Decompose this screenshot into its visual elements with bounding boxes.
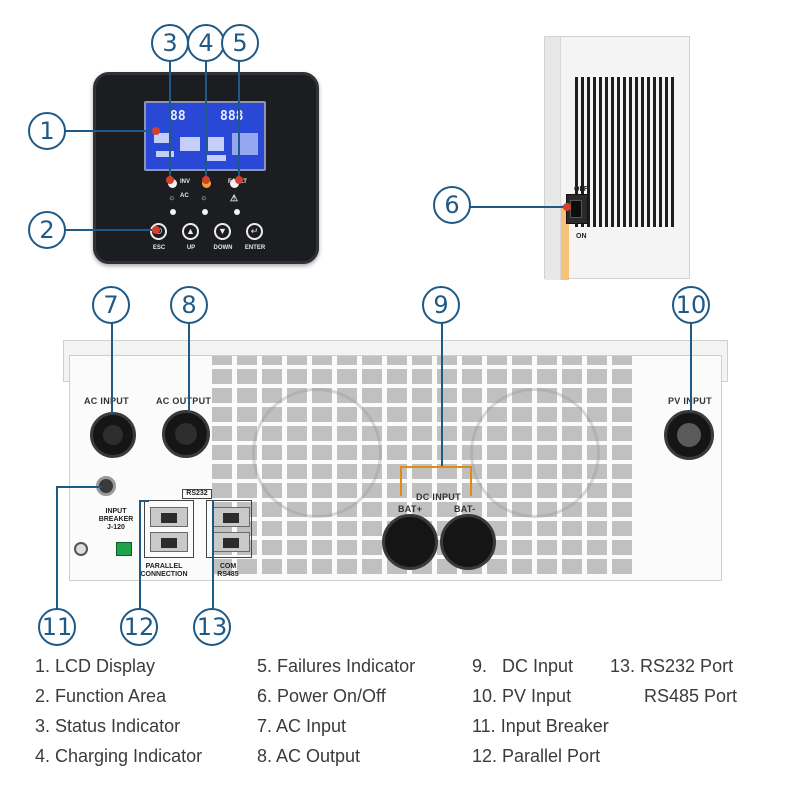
pv-input-port (664, 410, 714, 460)
enter-button[interactable]: ↵ (246, 223, 263, 240)
up-arrow-icon: ▲ (186, 226, 195, 236)
switch-on-label: ON (576, 233, 587, 240)
input-breaker-label: INPUT BREAKER J-120 (98, 508, 134, 531)
battery-negative-port (440, 514, 496, 570)
legend-item: 13. RS232 Port (610, 656, 734, 676)
enter-icon: ↵ (250, 226, 259, 236)
indicator-dot (234, 209, 240, 215)
legend-item: 4. Charging Indicator (35, 746, 203, 766)
legend-item: 3. Status Indicator (35, 716, 181, 736)
warning-icon: ⚠ (230, 193, 239, 203)
legend-item: 8. AC Output (257, 746, 361, 766)
ground-icon (74, 542, 88, 556)
ac-input-port (90, 412, 136, 458)
side-vent (575, 77, 675, 227)
legend-item: 12. Parallel Port (472, 746, 601, 766)
ac-output-label: AC OUTPUT (156, 396, 212, 406)
bat-minus-label: BAT- (454, 504, 476, 514)
rs232-port[interactable] (212, 507, 250, 527)
callout-9: 9 (422, 286, 460, 324)
callout-5: 5 (221, 24, 259, 62)
callout-13: 13 (193, 608, 231, 646)
fault-led (230, 179, 239, 188)
com-rs485-label: COM RS485 (217, 563, 239, 578)
power-switch[interactable] (570, 200, 582, 218)
inv-led-label: INV (180, 179, 191, 185)
legend-item: 11. Input Breaker (472, 716, 609, 736)
up-button[interactable]: ▲ (182, 223, 199, 240)
callout-11: 11 (38, 608, 76, 646)
legend-item: 5. Failures Indicator (257, 656, 416, 676)
pv-input-label: PV INPUT (668, 396, 712, 406)
ac-output-port (162, 410, 210, 458)
callout-8: 8 (170, 286, 208, 324)
legend-item: 7. AC Input (257, 716, 347, 736)
parallel-port-upper[interactable] (150, 507, 188, 527)
parallel-port-bracket (144, 500, 194, 558)
down-arrow-icon: ▼ (218, 226, 227, 236)
legend-item: RS485 Port (644, 686, 738, 706)
indicator-dot (170, 209, 176, 215)
down-button[interactable]: ▼ (214, 223, 231, 240)
callout-2: 2 (28, 211, 66, 249)
parallel-port-lower[interactable] (150, 532, 188, 552)
dc-input-label: DC INPUT (416, 492, 461, 502)
legend-item: 1. LCD Display (35, 656, 156, 676)
legend-item: 10. PV Input (472, 686, 572, 706)
legend-item: 9. DC Input (472, 656, 574, 676)
bat-plus-label: BAT+ (398, 504, 423, 514)
callout-4: 4 (187, 24, 225, 62)
sun-icon: ☼ (200, 193, 208, 202)
fan-right (470, 388, 600, 518)
switch-off-label: OFF (574, 186, 588, 193)
ac-input-label: AC INPUT (84, 396, 129, 406)
rs485-port[interactable] (212, 532, 250, 552)
ac-led-label: AC (180, 193, 189, 199)
inverter-side-view (544, 36, 690, 280)
callout-10: 10 (672, 286, 710, 324)
up-label: UP (186, 245, 196, 251)
fan-left (252, 388, 382, 518)
terminal-block (116, 542, 132, 556)
callout-6: 6 (433, 186, 471, 224)
callout-12: 12 (120, 608, 158, 646)
battery-positive-port (382, 514, 438, 570)
lcd-readout-right: 888 (220, 109, 244, 124)
parallel-connection-label: PARALLEL CONNECTION (140, 563, 188, 578)
legend-item: 6. Power On/Off (257, 686, 386, 706)
legend-item: 2. Function Area (35, 686, 167, 706)
callout-3: 3 (151, 24, 189, 62)
com-port-bracket (206, 500, 252, 558)
lcd-readout-left: 88 (170, 109, 186, 124)
down-label: DOWN (213, 245, 233, 251)
sun-icon: ☼ (168, 193, 176, 202)
callout-1: 1 (28, 112, 66, 150)
rs232-label: RS232 (182, 489, 212, 499)
enter-label: ENTER (244, 245, 266, 251)
callout-7: 7 (92, 286, 130, 324)
status-led (168, 179, 177, 188)
indicator-dot (202, 209, 208, 215)
esc-label: ESC (152, 245, 166, 251)
